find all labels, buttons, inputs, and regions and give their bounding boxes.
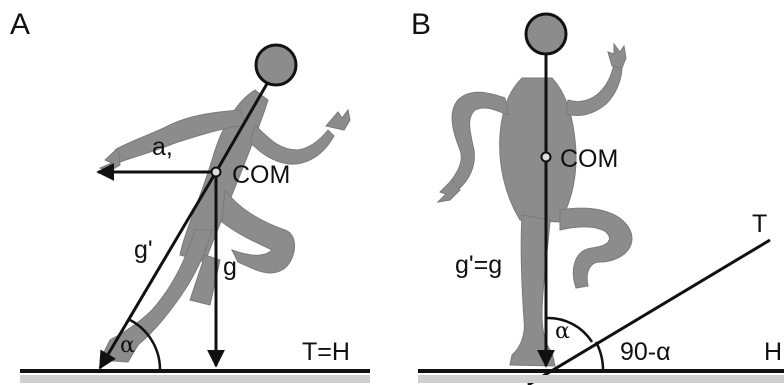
- accel-label: a,: [152, 133, 173, 161]
- runner-silhouette-b: [438, 44, 632, 366]
- g-label-a: g: [223, 253, 237, 281]
- g-prime-vector: [100, 172, 216, 368]
- panel-a: A: [10, 8, 370, 379]
- t-label: T: [752, 210, 767, 238]
- g-prime-label: g': [134, 236, 153, 264]
- panel-a-letter: A: [10, 8, 30, 41]
- panel-b: B: [411, 8, 784, 385]
- panel-b-letter: B: [411, 8, 431, 41]
- runner-silhouette-a: [100, 90, 350, 362]
- head-a: [256, 45, 296, 85]
- com-point-b: [542, 153, 551, 162]
- complement-arc: [596, 342, 603, 371]
- surface-label-a: T=H: [302, 338, 350, 366]
- complement-label: 90-α: [620, 338, 671, 366]
- alpha-label-b: α: [555, 319, 570, 344]
- com-label-a: COM: [232, 161, 290, 189]
- h-label: H: [764, 338, 782, 366]
- com-point-a: [212, 168, 221, 177]
- alpha-label-a: α: [120, 333, 135, 358]
- com-label-b: COM: [560, 145, 618, 173]
- g-eq-label: g'=g: [455, 251, 502, 279]
- head-b: [526, 14, 566, 54]
